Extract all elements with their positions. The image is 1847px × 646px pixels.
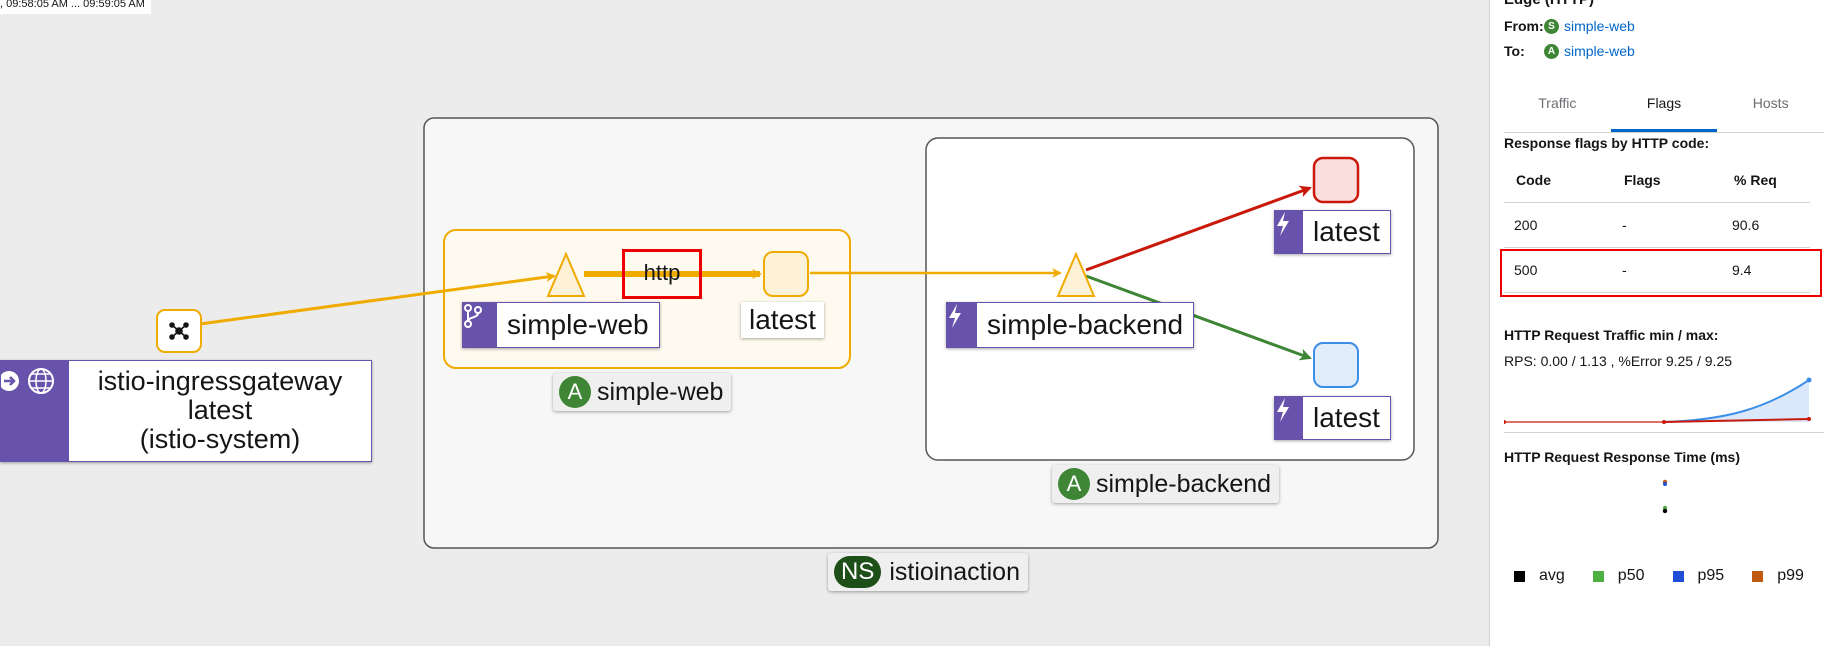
gateway-namespace: (istio-system) — [139, 424, 301, 454]
simple-web-service-node[interactable] — [546, 251, 586, 297]
simple-backend-service-text: simple-backend — [987, 309, 1184, 340]
app-badge: A — [1058, 468, 1090, 500]
tab-flags[interactable]: Flags — [1610, 80, 1718, 132]
edge-label-http[interactable]: http — [622, 249, 702, 299]
tab-hosts[interactable]: Hosts — [1752, 95, 1789, 111]
gateway-network-icon — [169, 322, 189, 340]
namespace-box-label[interactable]: NS istioinaction — [828, 553, 1028, 591]
app-box-backend-text: simple-backend — [1096, 469, 1272, 498]
gateway-globe-icon — [1, 368, 54, 394]
from-label: From: — [1504, 18, 1544, 34]
legend-item[interactable]: avg — [1514, 567, 1565, 585]
gateway-name: istio-ingressgateway — [97, 366, 343, 396]
table-row: 200 - 90.6 — [1504, 202, 1810, 248]
flags-title: Response flags by HTTP code: — [1504, 135, 1710, 151]
from-link[interactable]: simple-web — [1564, 18, 1635, 34]
edge-backend-to-latest-ok[interactable] — [1085, 274, 1312, 361]
col-req: % Req — [1722, 158, 1810, 203]
bolt-icon — [1275, 211, 1303, 253]
gateway-version: latest — [187, 395, 253, 425]
traffic-title: HTTP Request Traffic min / max: — [1504, 327, 1719, 343]
chart-legend: avg p50 p95 p99 — [1514, 567, 1832, 585]
app-box-web-text: simple-web — [597, 377, 724, 406]
simple-web-service-text: simple-web — [507, 309, 649, 340]
legend-label: p99 — [1777, 567, 1804, 584]
col-flags: Flags — [1612, 158, 1722, 203]
bolt-icon — [1275, 397, 1303, 439]
simple-web-latest-node[interactable] — [763, 251, 809, 297]
legend-item[interactable]: p99 — [1752, 567, 1804, 585]
side-panel: Edge (HTTP) From: S simple-web To: A sim… — [1489, 0, 1847, 646]
graph-canvas[interactable]: , 09:58:05 AM ... 09:59:05 AM istio-ingr… — [0, 0, 1489, 646]
flags-table: Code Flags % Req 200 - 90.6 500 - 9.4 — [1504, 158, 1810, 293]
cell-code: 500 — [1504, 247, 1612, 293]
rps-text: RPS: 0.00 / 1.13 , %Error 9.25 / 9.25 — [1504, 353, 1733, 369]
service-badge: S — [1544, 18, 1559, 34]
legend-swatch — [1514, 570, 1525, 582]
panel-tabs: Traffic Flags Hosts — [1504, 80, 1824, 133]
virtual-service-icon — [463, 303, 497, 347]
cell-req: 90.6 — [1722, 202, 1810, 248]
to-label: To: — [1504, 43, 1525, 59]
backend-latest-ok-node[interactable] — [1313, 342, 1359, 388]
legend-label: p50 — [1617, 567, 1645, 584]
app-box-web-label[interactable]: A simple-web — [553, 373, 732, 411]
bolt-icon — [947, 303, 977, 347]
cell-flags: - — [1612, 202, 1722, 248]
legend-swatch — [1592, 570, 1604, 582]
legend-swatch — [1672, 570, 1684, 582]
to-row: To: A simple-web — [1504, 43, 1635, 59]
app-badge: A — [559, 376, 591, 408]
backend-latest-bottom-label[interactable]: latest — [1274, 396, 1391, 440]
traffic-sparkline — [1504, 377, 1812, 424]
to-link[interactable]: simple-web — [1564, 43, 1635, 59]
divider — [1504, 432, 1824, 433]
legend-item[interactable]: p50 — [1592, 567, 1645, 585]
edge-gateway-to-web[interactable] — [199, 272, 556, 326]
backend-latest-error-node[interactable] — [1312, 156, 1360, 204]
gateway-label-text: istio-ingressgateway latest (istio-syste… — [69, 361, 371, 461]
table-header-row: Code Flags % Req — [1504, 158, 1810, 203]
gateway-badge — [1, 361, 69, 461]
simple-web-service-label[interactable]: simple-web — [462, 302, 660, 348]
col-code: Code — [1504, 158, 1612, 203]
namespace-box-text: istioinaction — [889, 557, 1020, 586]
simple-web-latest-label[interactable]: latest — [741, 302, 824, 338]
simple-backend-service-label[interactable]: simple-backend — [946, 302, 1195, 348]
app-badge: A — [1544, 43, 1559, 59]
from-row: From: S simple-web — [1504, 18, 1635, 34]
gateway-label[interactable]: istio-ingressgateway latest (istio-syste… — [0, 360, 372, 462]
edge-backend-to-latest-error[interactable] — [1085, 185, 1312, 272]
app-box-backend-label[interactable]: A simple-backend — [1052, 465, 1280, 503]
legend-label: p95 — [1697, 567, 1725, 584]
backend-latest-top-label[interactable]: latest — [1274, 210, 1391, 254]
table-row: 500 - 9.4 — [1504, 247, 1810, 293]
legend-label: avg — [1539, 567, 1565, 584]
response-time-chart — [1662, 479, 1668, 514]
cell-req: 9.4 — [1722, 247, 1810, 293]
tab-traffic[interactable]: Traffic — [1538, 95, 1577, 111]
legend-item[interactable]: p95 — [1672, 567, 1725, 585]
simple-backend-service-node[interactable] — [1056, 251, 1096, 297]
panel-header: Edge (HTTP) — [1504, 0, 1594, 8]
cell-flags: - — [1612, 247, 1722, 293]
time-range-text: , 09:58:05 AM ... 09:59:05 AM — [0, 0, 151, 14]
response-time-title: HTTP Request Response Time (ms) — [1504, 449, 1740, 465]
legend-swatch — [1752, 570, 1764, 582]
highlight-box — [1500, 249, 1822, 297]
backend-latest-bottom-text: latest — [1313, 402, 1380, 433]
backend-latest-top-text: latest — [1313, 216, 1380, 247]
namespace-badge: NS — [834, 556, 882, 588]
cell-code: 200 — [1504, 202, 1612, 248]
edge-protocol-text: http — [643, 260, 681, 285]
